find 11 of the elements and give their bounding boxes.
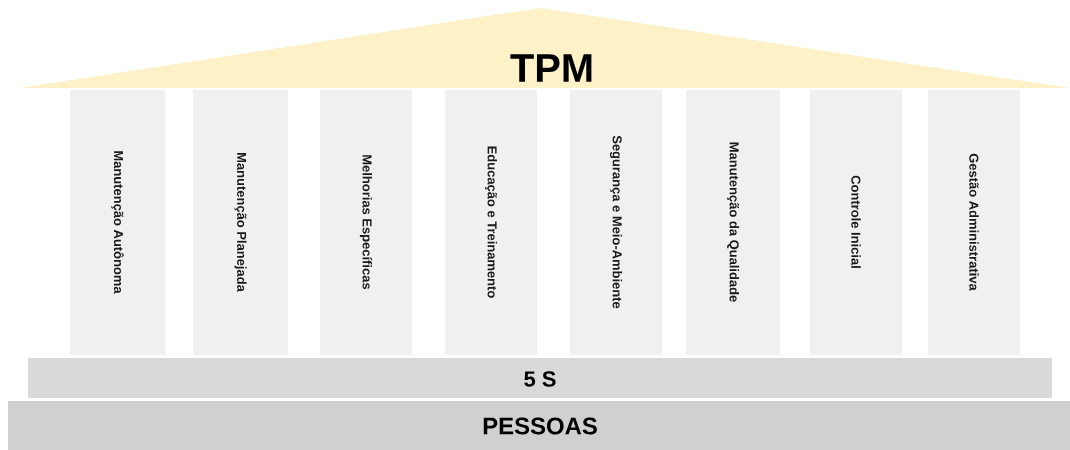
pillar: Melhorias Específicas: [320, 90, 412, 355]
base: PESSOAS: [8, 401, 1070, 450]
pillar: Educação e Treinamento: [445, 90, 537, 355]
pillar: Manutenção Autônoma: [70, 90, 165, 355]
pillar: Manutenção Planejada: [193, 90, 288, 355]
roof: TPM: [20, 8, 1070, 88]
pillar: Manutenção da Qualidade: [686, 90, 780, 355]
pillar: Controle Inicial: [810, 90, 902, 355]
pillar: Segurança e Meio-Ambiente: [570, 90, 662, 355]
step: 5 S: [28, 358, 1052, 398]
pillar: Gestão Administrativa: [928, 90, 1020, 355]
